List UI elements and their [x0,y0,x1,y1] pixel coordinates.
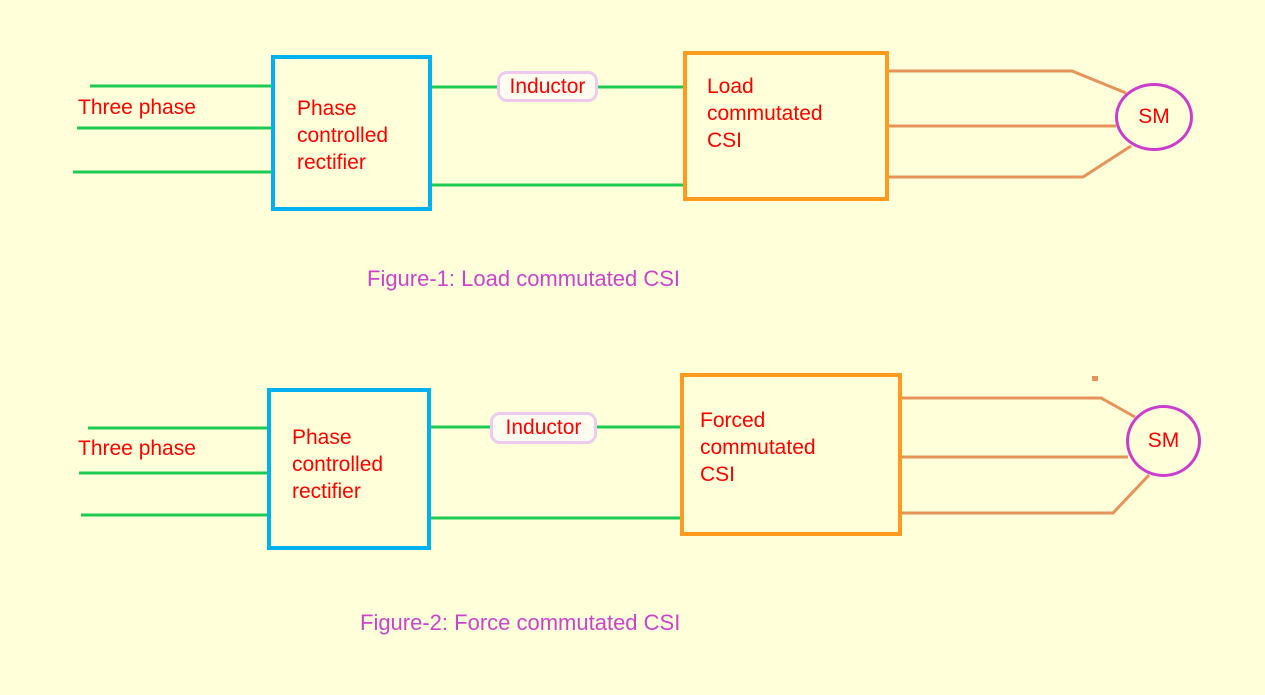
fig2-phase-controlled-rectifier-box: Phase controlled rectifier [267,388,431,550]
fig2-motor-wire-1 [902,396,1136,419]
fig1-inductor-label: Inductor [497,71,598,102]
fig1-motor-wire-1 [889,69,1127,95]
fig1-three-phase-label: Three phase [78,96,196,119]
fig2-forced-commutated-csi-box: Forced commutated CSI [680,373,902,536]
fig2-three-phase-label: Three phase [78,437,196,460]
fig2-synchronous-motor-circle: SM [1126,405,1201,477]
fig1-phase-controlled-rectifier-box: Phase controlled rectifier [271,55,432,211]
fig1-caption: Figure-1: Load commutated CSI [367,266,681,291]
fig1-load-commutated-csi-box: Load commutated CSI [683,51,889,201]
fig1-motor-wire-3 [889,144,1132,179]
stray-dot-mark [1092,376,1098,381]
fig2-inductor-label: Inductor [490,412,597,444]
fig2-motor-wire-3 [902,473,1151,515]
fig1-synchronous-motor-circle: SM [1115,83,1193,151]
fig2-caption: Figure-2: Force commutated CSI [360,610,681,635]
